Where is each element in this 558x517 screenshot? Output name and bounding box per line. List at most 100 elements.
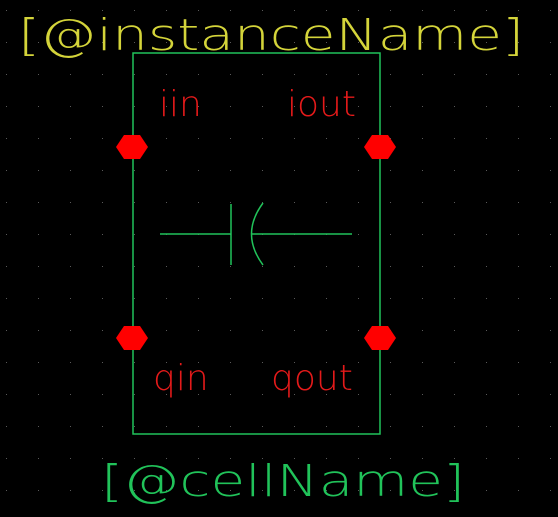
grid-dot	[454, 362, 455, 363]
grid-dot	[262, 362, 263, 363]
grid-dot	[134, 362, 135, 363]
grid-dot	[6, 330, 7, 331]
grid-dot	[198, 138, 199, 139]
grid-dot	[326, 10, 327, 11]
grid-dot	[390, 42, 391, 43]
grid-dot	[262, 394, 263, 395]
grid-dot	[518, 458, 519, 459]
pin-marker-iin[interactable]	[116, 135, 148, 159]
grid-dot	[102, 42, 103, 43]
symbol-body-outline[interactable]	[132, 52, 381, 435]
pin-marker-qin[interactable]	[116, 326, 148, 350]
grid-dot	[134, 42, 135, 43]
grid-dot	[38, 234, 39, 235]
grid-dot	[390, 490, 391, 491]
grid-dot	[102, 362, 103, 363]
grid-dot	[198, 10, 199, 11]
grid-dot	[262, 490, 263, 491]
grid-dot	[102, 298, 103, 299]
pin-marker-iout[interactable]	[364, 135, 396, 159]
grid-dot	[326, 298, 327, 299]
grid-dot	[518, 106, 519, 107]
grid-dot	[38, 10, 39, 11]
grid-dot	[326, 170, 327, 171]
grid-dot	[422, 458, 423, 459]
grid-dot	[390, 458, 391, 459]
grid-dot	[550, 138, 551, 139]
grid-dot	[518, 10, 519, 11]
grid-dot	[358, 458, 359, 459]
grid-dot	[486, 298, 487, 299]
grid-dot	[230, 490, 231, 491]
grid-dot	[6, 202, 7, 203]
instance-name-label[interactable]: [@instanceName]	[18, 10, 524, 61]
grid-dot	[38, 106, 39, 107]
grid-dot	[262, 10, 263, 11]
grid-dot	[390, 426, 391, 427]
grid-dot	[486, 106, 487, 107]
grid-dot	[70, 106, 71, 107]
grid-dot	[38, 458, 39, 459]
cell-name-label[interactable]: [@cellName]	[101, 456, 465, 507]
grid-dot	[486, 74, 487, 75]
grid-dot	[38, 394, 39, 395]
grid-dot	[390, 298, 391, 299]
grid-dot	[198, 42, 199, 43]
grid-dot	[486, 394, 487, 395]
grid-dot	[70, 298, 71, 299]
grid-dot	[454, 10, 455, 11]
pin-marker-qout[interactable]	[364, 326, 396, 350]
grid-dot	[6, 138, 7, 139]
grid-dot	[550, 330, 551, 331]
grid-dot	[102, 266, 103, 267]
grid-dot	[422, 10, 423, 11]
grid-dot	[518, 74, 519, 75]
grid-dot	[166, 266, 167, 267]
grid-dot	[326, 426, 327, 427]
grid-dot	[166, 298, 167, 299]
grid-dot	[6, 458, 7, 459]
grid-dot	[6, 106, 7, 107]
grid-dot	[422, 74, 423, 75]
grid-dot	[294, 202, 295, 203]
grid-dot	[422, 362, 423, 363]
grid-dot	[166, 170, 167, 171]
grid-dot	[454, 106, 455, 107]
grid-dot	[70, 202, 71, 203]
grid-dot	[198, 74, 199, 75]
grid-dot	[70, 74, 71, 75]
grid-dot	[358, 138, 359, 139]
grid-dot	[38, 74, 39, 75]
grid-dot	[70, 394, 71, 395]
grid-dot	[550, 266, 551, 267]
grid-dot	[38, 266, 39, 267]
grid-dot	[6, 10, 7, 11]
grid-dot	[454, 74, 455, 75]
pin-label-iout: iout	[287, 84, 356, 125]
grid-dot	[422, 202, 423, 203]
grid-dot	[550, 362, 551, 363]
grid-dot	[262, 330, 263, 331]
grid-dot	[358, 490, 359, 491]
grid-dot	[454, 170, 455, 171]
grid-dot	[518, 234, 519, 235]
grid-dot	[198, 426, 199, 427]
grid-dot	[102, 490, 103, 491]
grid-dot	[294, 330, 295, 331]
grid-dot	[38, 202, 39, 203]
grid-dot	[230, 202, 231, 203]
grid-dot	[166, 106, 167, 107]
grid-dot	[422, 426, 423, 427]
grid-dot	[518, 362, 519, 363]
grid-dot	[358, 10, 359, 11]
grid-dot	[486, 42, 487, 43]
grid-dot	[294, 298, 295, 299]
grid-dot	[102, 10, 103, 11]
grid-dot	[390, 234, 391, 235]
grid-dot	[70, 426, 71, 427]
grid-dot	[166, 362, 167, 363]
grid-dot	[390, 394, 391, 395]
grid-dot	[326, 266, 327, 267]
grid-dot	[390, 74, 391, 75]
